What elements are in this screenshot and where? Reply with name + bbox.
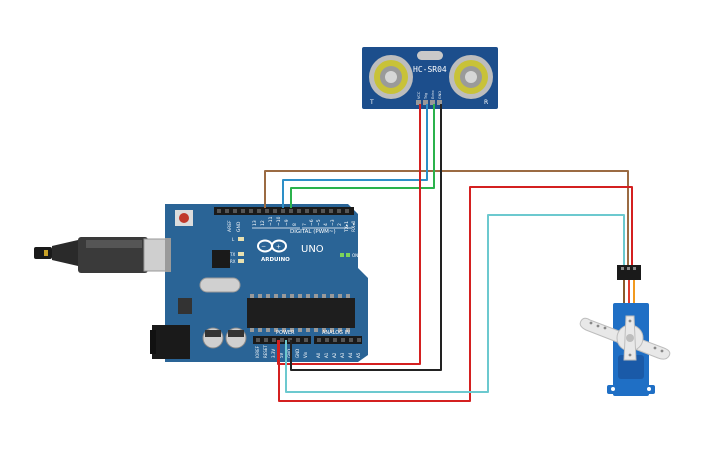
pin-label-a3: A3 <box>340 352 345 358</box>
pin-label-gnd: GND <box>236 221 242 232</box>
pin-label-gnd1: GND <box>287 349 292 358</box>
pin-label-aref: AREF <box>227 220 233 232</box>
usb-cable[interactable] <box>34 237 171 273</box>
pin-label-5: ~5 <box>316 219 322 226</box>
pin-label-11: ~11 <box>268 216 274 226</box>
svg-text:−: − <box>261 243 266 250</box>
wire-brown[interactable] <box>264 170 629 268</box>
wire-red-servo[interactable] <box>278 186 633 402</box>
analog-header <box>314 336 362 344</box>
sensor-pin-echo: Echo <box>431 91 435 100</box>
wire-green[interactable] <box>290 104 435 208</box>
pin-label-ioref: IOREF <box>255 345 260 358</box>
led-label-tx: TX <box>229 252 235 257</box>
pin-label-rx: RX◂0 <box>351 221 357 232</box>
pin-label-reset: RESET <box>263 345 268 358</box>
sensor-right-mark: R <box>484 99 488 106</box>
led-label-l: L <box>232 237 235 242</box>
pin-label-7: 7 <box>302 223 308 226</box>
pin-label-a2: A2 <box>332 352 337 358</box>
sensor-left-mark: T <box>369 99 374 106</box>
pin-label-a1: A1 <box>324 352 329 358</box>
sensor-pin-vcc: VCC <box>417 91 421 99</box>
ultrasonic-sensor[interactable]: HC-SR04 T R VCC Trig Echo GND <box>362 47 498 109</box>
wire-black-sensor[interactable] <box>290 104 442 371</box>
arduino-logo: − + <box>257 239 287 253</box>
atmega-chip <box>247 298 355 328</box>
sensor-pin-gnd: GND <box>438 91 442 99</box>
pin-label-13: 13 <box>252 220 258 226</box>
analog-header-label: ANALOG IN <box>322 330 350 336</box>
wires <box>264 104 633 402</box>
pin-label-12: 12 <box>260 220 266 226</box>
pin-label-vin: Vin <box>303 351 308 358</box>
pin-label-10: ~10 <box>276 216 282 226</box>
digital-header-label: DIGITAL (PWM~) <box>290 229 336 235</box>
pin-label-8: 8 <box>292 223 298 226</box>
wire-cyan-servo[interactable] <box>285 214 625 393</box>
reset-button-cap[interactable] <box>179 213 189 223</box>
pin-label-5v: 5V <box>279 352 284 358</box>
pin-label-9: ~9 <box>284 219 290 226</box>
arduino-brand-text: ARDUINO <box>261 257 290 263</box>
pin-label-gnd2: GND <box>295 349 300 358</box>
servo-horn[interactable] <box>579 315 671 361</box>
svg-text:+: + <box>276 244 281 251</box>
arduino-uno-board[interactable]: AREF GND 13 12 ~11 ~10 ~9 8 7 ~6 ~5 4 ~3… <box>150 204 368 362</box>
pin-label-a0: A0 <box>316 352 321 358</box>
pin-label-tx: TX▸1 <box>344 221 350 233</box>
power-header-label: POWER <box>276 330 295 336</box>
servo-motor[interactable] <box>579 265 671 396</box>
wire-blue[interactable] <box>282 104 428 208</box>
power-jack[interactable] <box>152 325 190 359</box>
pin-label-6: ~6 <box>309 219 315 226</box>
led-label-rx: RX <box>230 259 236 264</box>
usb-chip <box>212 250 230 268</box>
sensor-model-label: HC-SR04 <box>413 65 447 74</box>
status-leds: L TX RX ON <box>229 237 358 264</box>
pin-label-3: ~3 <box>330 219 336 226</box>
arduino-model-text: UNO <box>301 244 324 255</box>
sensor-pin-trig: Trig <box>424 93 428 100</box>
pin-label-a4: A4 <box>348 352 353 358</box>
led-label-on: ON <box>352 253 358 258</box>
pin-label-4: 4 <box>323 223 329 226</box>
pin-label-3v3: 3.3V <box>271 349 276 358</box>
pin-label-2: 2 <box>337 223 343 226</box>
pin-label-a5: A5 <box>356 352 361 358</box>
